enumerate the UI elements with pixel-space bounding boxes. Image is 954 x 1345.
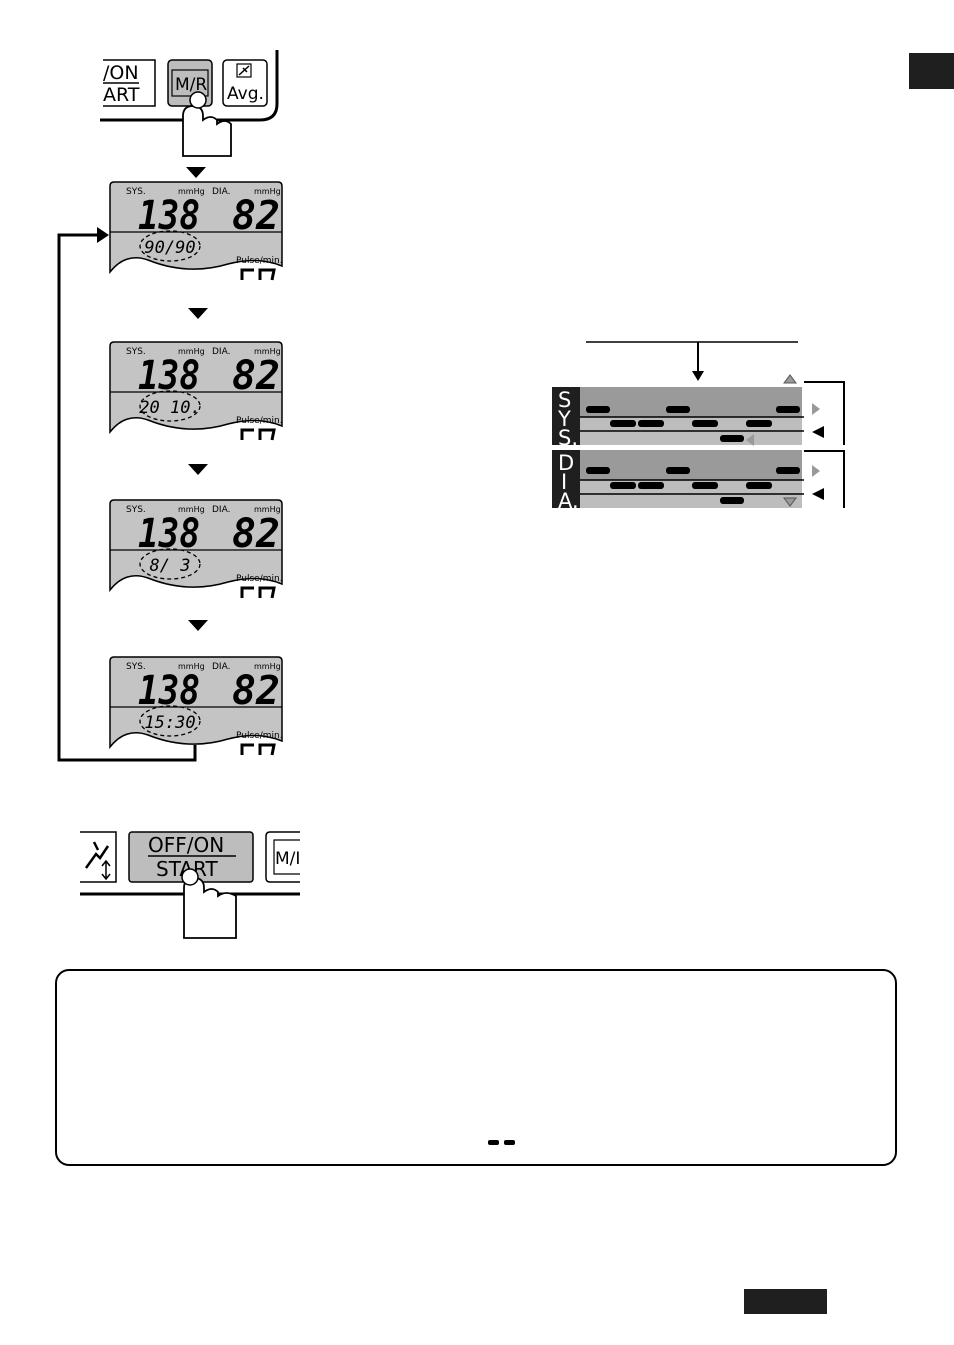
sys-letter: S.: [558, 426, 578, 450]
dia-value: 82: [232, 193, 280, 239]
onoff-start-button-partial[interactable]: /ON ART: [103, 59, 156, 107]
sys-unit: mmHg: [178, 347, 205, 356]
highlight-value: 90/90: [144, 238, 195, 258]
down-arrow-1-icon: [186, 167, 206, 178]
sys-indicator-bar: S Y S.: [552, 374, 845, 450]
svg-text:M/R: M/R: [175, 75, 207, 95]
note-box: [55, 969, 897, 1166]
pressing-finger-icon: [181, 868, 237, 939]
dia-letter: A.: [558, 489, 579, 513]
top-button-panel: /ON ART M/R Avg.: [100, 50, 279, 157]
avg-button[interactable]: Avg.: [222, 59, 268, 107]
down-arrow-3-icon: [188, 464, 208, 475]
svg-text:Avg.: Avg.: [227, 84, 264, 104]
dia-unit: mmHg: [254, 662, 281, 671]
down-arrow-4-icon: [188, 620, 208, 631]
sys-label: SYS.: [126, 187, 146, 197]
bottom-button-panel: OFF/ON START M/I: [80, 831, 300, 939]
sys-letter: S: [558, 388, 571, 412]
dia-value: 82: [232, 511, 280, 557]
sys-unit: mmHg: [178, 505, 205, 514]
svg-text:ART: ART: [103, 84, 140, 106]
sys-label: SYS.: [126, 505, 146, 515]
sys-value: 138: [138, 668, 200, 714]
highlight-value: 8/ 3: [150, 556, 191, 576]
dia-value: 82: [232, 353, 280, 399]
dia-unit: mmHg: [254, 187, 281, 196]
loop-back-arrow: [57, 227, 197, 762]
dia-indicator-bar: D I A.: [552, 450, 845, 513]
sys-label: SYS.: [126, 662, 146, 672]
sys-letter: Y: [557, 407, 571, 431]
down-arrow-2-icon: [188, 308, 208, 319]
svg-text:M/I: M/I: [275, 849, 300, 869]
bp-indicator-diagram: S Y S. D I A.: [552, 341, 845, 513]
sys-unit: mmHg: [178, 662, 205, 671]
pulse-label: Pulse/min.: [236, 574, 283, 584]
page-number-tab: [744, 1289, 827, 1314]
dia-letter: I: [561, 470, 567, 494]
pressing-finger-icon: [182, 91, 232, 157]
sys-label: SYS.: [126, 347, 146, 357]
off-on-start-button[interactable]: OFF/ON START: [128, 831, 254, 883]
dia-label: DIA.: [212, 505, 230, 515]
dia-label: DIA.: [212, 347, 230, 357]
dia-value: 82: [232, 668, 280, 714]
pulse-label: Pulse/min.: [236, 256, 283, 266]
sys-value: 138: [138, 511, 200, 557]
dia-label: DIA.: [212, 187, 230, 197]
dia-unit: mmHg: [254, 505, 281, 514]
cuff-button-partial[interactable]: [80, 831, 117, 883]
highlight-value: 15:30: [144, 713, 195, 733]
section-tab: [909, 53, 954, 89]
sys-unit: mmHg: [178, 187, 205, 196]
sys-value: 138: [138, 353, 200, 399]
dia-unit: mmHg: [254, 347, 281, 356]
highlight-value: 20 10.: [139, 398, 200, 418]
svg-text:/ON: /ON: [103, 62, 139, 84]
dash-symbol: [488, 1140, 516, 1146]
svg-text:OFF/ON: OFF/ON: [148, 833, 224, 857]
pulse-label: Pulse/min.: [236, 731, 283, 741]
mr-button-partial[interactable]: M/I: [265, 831, 300, 883]
pulse-label: Pulse/min.: [236, 416, 283, 426]
dia-label: DIA.: [212, 662, 230, 672]
dia-letter: D: [558, 451, 574, 475]
sys-value: 138: [138, 193, 200, 239]
